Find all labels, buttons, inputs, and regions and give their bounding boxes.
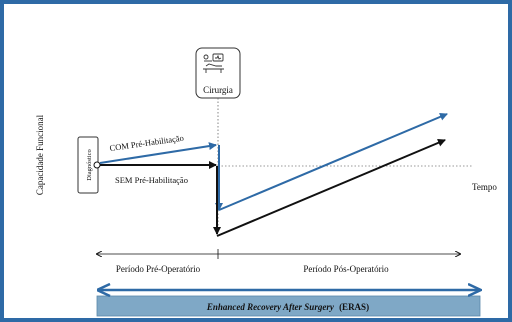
with-prehab-label: COM Pré-Habilitação [109, 133, 184, 153]
without-prehab-label: SEM Pré-Habilitação [115, 175, 188, 185]
surgery-box: Cirurgia [195, 47, 241, 99]
with-prehab-preop-arrow [99, 142, 217, 164]
x-axis-label: Tempo [472, 182, 497, 192]
without-prehab-recovery-arrow [216, 139, 446, 237]
y-axis-label: Capacidade Funcional [35, 114, 45, 195]
post-op-label: Período Pós-Operatório [303, 264, 389, 274]
surgery-bed-icon [203, 53, 224, 73]
with-prehab-recovery-arrow [218, 113, 448, 211]
eras-label-italic: Enhanced Recovery After Surgery [206, 302, 335, 312]
surgery-label: Cirurgia [203, 85, 233, 95]
pre-op-label: Período Pré-Operatório [116, 264, 201, 274]
diagnosis-label: Diagnóstico [86, 149, 93, 180]
start-point [93, 161, 101, 169]
eras-label-abbr: (ERAS) [339, 302, 369, 312]
eras-label: Enhanced Recovery After Surgery (ERAS) [206, 302, 369, 312]
